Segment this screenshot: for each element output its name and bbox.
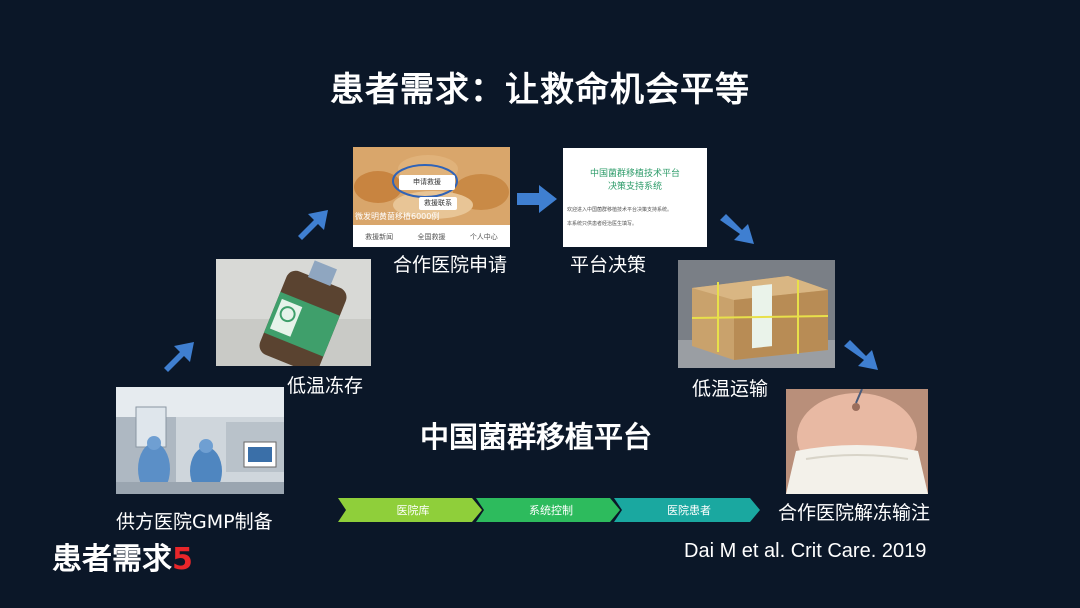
platform-title-line2: 决策支持系统	[607, 182, 662, 192]
step-label-frozen: 低温冻存	[287, 375, 364, 397]
nav-item-profile: 个人中心	[469, 232, 498, 241]
step-label-apply: 合作医院申请	[393, 254, 508, 276]
cold-transport-photo	[678, 260, 835, 368]
flow-segment-shape-2	[476, 498, 620, 522]
flow-segment-hospital-bank: 医院库	[396, 504, 430, 517]
app-banner-text: 微发明黄菌移植6000例	[355, 212, 440, 221]
step-label-gmp: 供方医院GMP制备	[116, 511, 273, 533]
rescue-contact-button: 救援联系	[419, 197, 457, 210]
platform-screenshot: 中国菌群移植技术平台 决策支持系统 欢迎进入中国菌群移植技术平台决策支持系统。 …	[563, 148, 707, 247]
citation: Dai M et al. Crit Care. 2019	[684, 540, 927, 562]
arrow-step2-to-step3	[298, 210, 328, 240]
arrow-step3-to-step4	[517, 185, 557, 213]
step-label-decision: 平台决策	[570, 254, 647, 276]
app-screenshot: 申请救援 救援联系 微发明黄菌移植6000例 救援新闻 全国救援 个人中心	[353, 147, 510, 247]
patient-photo	[786, 389, 928, 494]
patient-needs-label: 患者需求5	[52, 534, 193, 578]
arrow-step1-to-step2	[164, 342, 194, 372]
nav-item-news: 救援新闻	[365, 232, 394, 241]
flow-segment-shape-3	[614, 498, 760, 522]
frozen-bottle-photo	[216, 259, 371, 366]
apply-rescue-button: 申请救援	[399, 175, 455, 190]
app-nav-bar: 救援新闻 全国救援 个人中心	[353, 226, 510, 247]
platform-body-line1: 欢迎进入中国菌群移植技术平台决策支持系统。	[567, 207, 673, 213]
process-flow-bar: 医院库 系统控制 医院患者	[338, 498, 760, 522]
gmp-lab-photo	[116, 387, 284, 494]
flow-segment-hospital-patient: 医院患者	[667, 504, 711, 517]
flow-segment-system-control: 系统控制	[529, 504, 573, 517]
step-label-transport: 低温运输	[692, 378, 769, 400]
slide-title: 患者需求：让救命机会平等	[330, 70, 750, 110]
platform-title-line1: 中国菌群移植技术平台	[589, 169, 680, 179]
arrow-step5-to-step6	[844, 340, 878, 370]
step-label-infusion: 合作医院解冻输注	[778, 502, 931, 524]
platform-title: 中国菌群移植平台	[420, 420, 653, 454]
nav-item-national: 全国救援	[417, 232, 446, 241]
patient-needs-number: 5	[172, 542, 193, 577]
flow-segment-shape-1	[338, 498, 482, 522]
arrow-step4-to-step5	[720, 214, 754, 244]
platform-body-line2: 本系统只供患者经治医生填写。	[567, 221, 638, 227]
patient-needs-text: 患者需求	[52, 542, 172, 577]
